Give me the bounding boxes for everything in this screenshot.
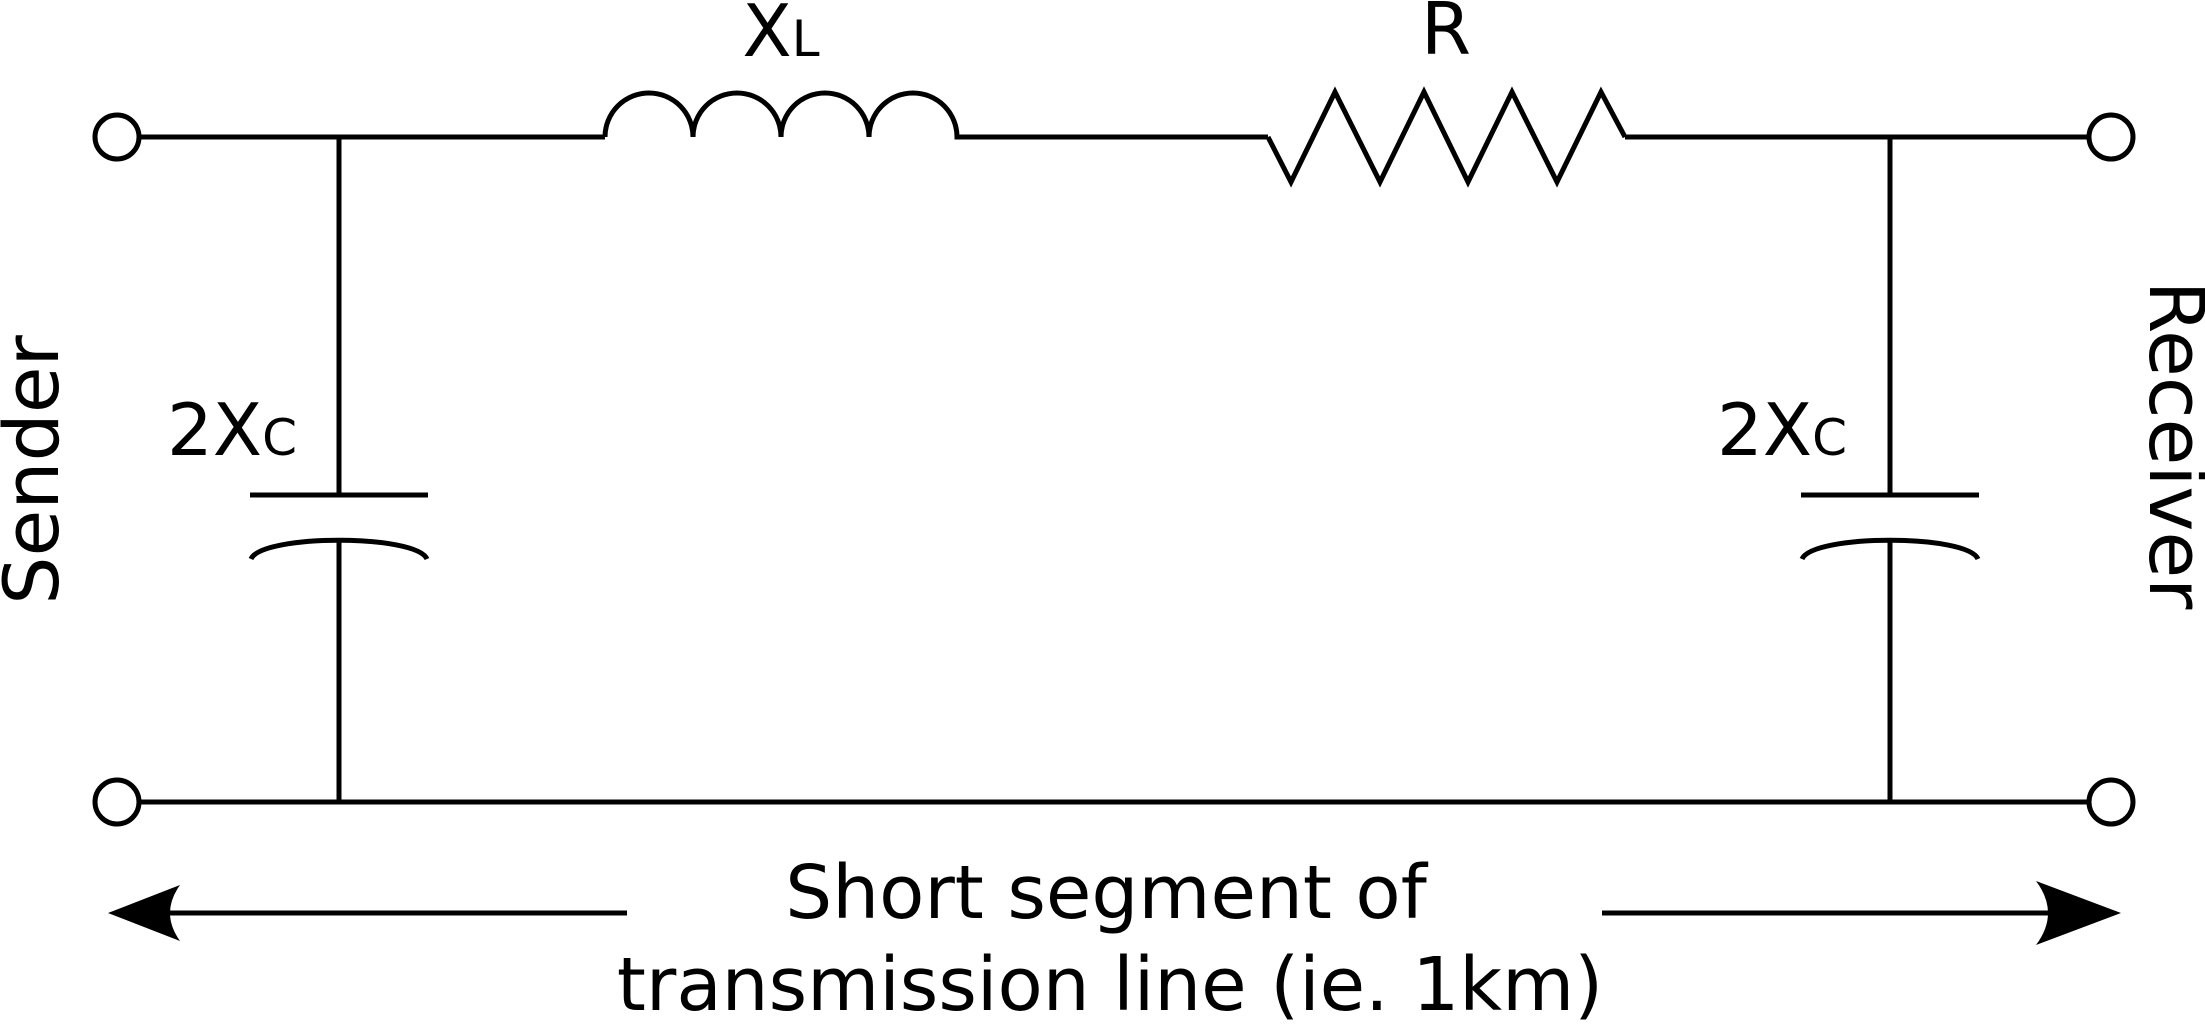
sender-label: Sender	[0, 335, 76, 605]
inductor-coil	[602, 90, 960, 140]
right-capacitor-label: 2XC	[1717, 388, 1847, 472]
resistor-zigzag	[1265, 86, 1628, 188]
sender-bottom-terminal	[92, 777, 142, 827]
receiver-bottom-terminal	[2086, 777, 2136, 827]
length-arrow-right-head	[2036, 881, 2121, 945]
caption-line-2: transmission line (ie. 1km)	[617, 942, 1603, 1025]
receiver-label: Receiver	[2132, 281, 2205, 611]
caption-line-1: Short segment of	[785, 850, 1428, 936]
left-capacitor-label: 2XC	[167, 388, 297, 472]
left-shunt-capacitor	[248, 137, 430, 802]
length-arrow-left-head	[108, 885, 180, 941]
inductor-label: XL	[742, 0, 819, 73]
receiver-top-terminal	[2086, 112, 2136, 162]
resistor-label: R	[1421, 0, 1471, 71]
sender-top-terminal	[92, 112, 142, 162]
right-shunt-capacitor	[1799, 137, 1981, 802]
